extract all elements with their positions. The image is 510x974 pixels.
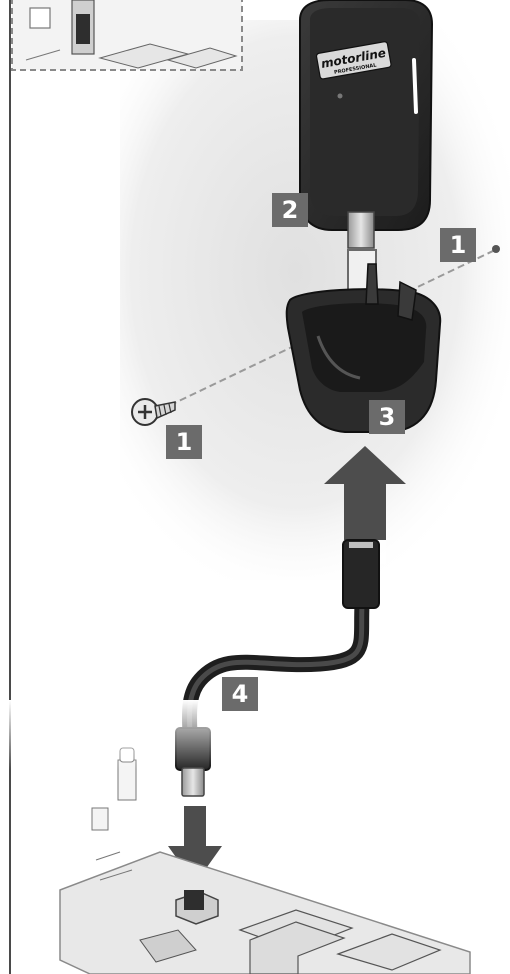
remote-key: motorline PROFESSIONAL bbox=[300, 0, 432, 248]
step-badge-2: 2 bbox=[272, 193, 308, 227]
pcb-board bbox=[0, 700, 510, 974]
step-badge-1-left: 1 bbox=[166, 425, 202, 459]
cable-connector-top bbox=[343, 540, 379, 608]
screw-hole-point bbox=[492, 245, 500, 253]
key-usb-plug bbox=[348, 212, 374, 248]
pcb-inset-thumbnail bbox=[12, 0, 242, 70]
step-badge-1-right: 1 bbox=[440, 228, 476, 262]
step-badge-3: 3 bbox=[369, 400, 405, 434]
step-badge-4: 4 bbox=[222, 677, 258, 711]
